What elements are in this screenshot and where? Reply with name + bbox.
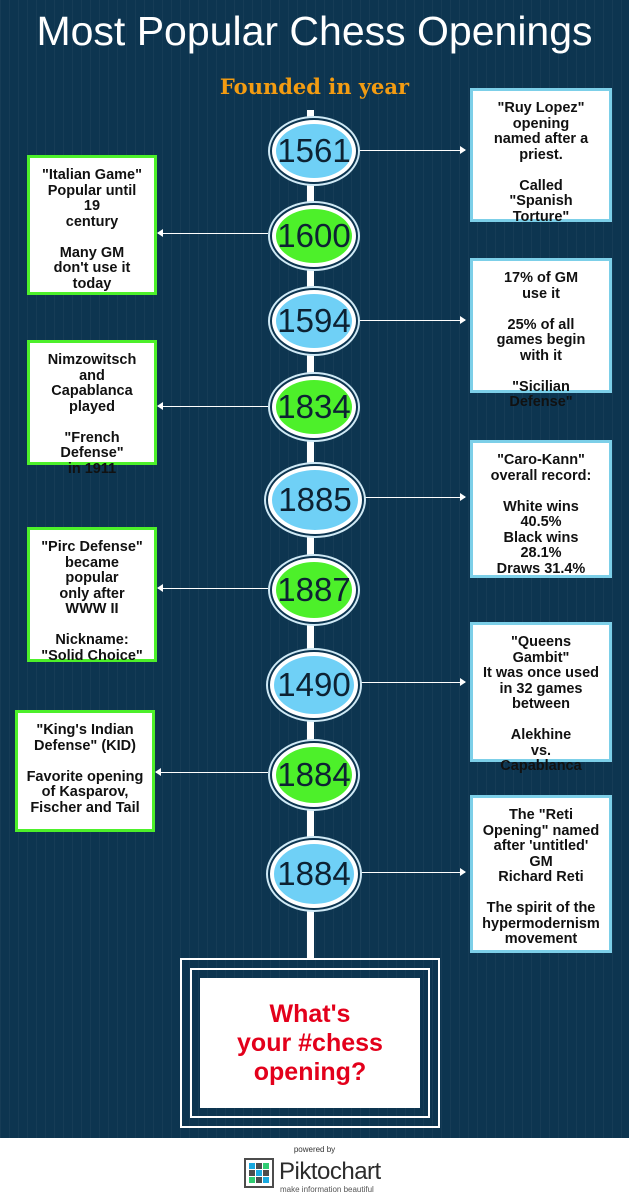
infographic-poster: Most Popular Chess Openings Founded in y… — [0, 0, 629, 1138]
year-node: 1834 — [272, 376, 356, 438]
piktochart-logo[interactable]: Piktochart make information beautiful — [244, 1158, 394, 1194]
opening-fact-text: "Pirc Defense" became popular only after… — [41, 539, 143, 664]
year-node: 1885 — [268, 466, 362, 534]
brand-name: Piktochart — [279, 1158, 381, 1185]
opening-fact-text: The "Reti Opening" named after 'untitled… — [482, 807, 600, 947]
opening-fact-box: "Caro-Kann" overall record: White wins 4… — [470, 440, 612, 578]
opening-fact-text: Nimzowitsch and Capablanca played "Frenc… — [47, 352, 137, 477]
cta-inner-frame — [190, 968, 430, 1118]
connector-arrow — [157, 229, 268, 237]
year-node: 1594 — [272, 290, 356, 352]
opening-fact-box: Nimzowitsch and Capablanca played "Frenc… — [27, 340, 157, 476]
opening-fact-box: "King's Indian Defense" (KID) Favorite o… — [15, 710, 155, 832]
page-title: Most Popular Chess Openings — [36, 8, 593, 54]
connector-arrow — [355, 316, 466, 324]
year-node: 1490 — [270, 652, 358, 718]
powered-by-label: powered by — [293, 1145, 336, 1154]
connector-arrow — [157, 584, 268, 592]
cta-panel: What's your #chess opening? — [200, 978, 420, 1108]
opening-fact-text: "Ruy Lopez" opening named after a priest… — [493, 100, 589, 225]
timeline-subtitle: Founded in year — [219, 74, 410, 99]
year-node: 1600 — [272, 205, 356, 267]
cta-frame: What's your #chess opening? — [180, 958, 440, 1128]
year-node: 1561 — [272, 120, 356, 182]
brand-tagline: make information beautiful — [280, 1185, 374, 1194]
connector-arrow — [155, 768, 268, 776]
opening-fact-text: 17% of GM use it 25% of all games begin … — [496, 270, 586, 410]
connector-arrow — [357, 868, 466, 876]
connector-arrow — [355, 146, 466, 154]
opening-fact-box: "Queens Gambit" It was once used in 32 g… — [470, 622, 612, 774]
connector-arrow — [357, 678, 466, 686]
opening-fact-text: "King's Indian Defense" (KID) Favorite o… — [26, 722, 144, 816]
opening-fact-text: "Italian Game" Popular until 19 century … — [42, 167, 142, 292]
timeline-spine — [307, 110, 314, 960]
cta-question: What's your #chess opening? — [237, 999, 383, 1086]
opening-fact-text: "Caro-Kann" overall record: White wins 4… — [490, 452, 592, 577]
opening-fact-box: "Italian Game" Popular until 19 century … — [27, 155, 157, 295]
connector-arrow — [362, 493, 466, 501]
opening-fact-box: 17% of GM use it 25% of all games begin … — [470, 258, 612, 410]
year-node: 1887 — [272, 558, 356, 622]
opening-fact-box: "Pirc Defense" became popular only after… — [27, 527, 157, 664]
footer: powered by Piktochart make information b… — [0, 1138, 629, 1200]
connector-arrow — [157, 402, 268, 410]
piktochart-logo-icon — [244, 1158, 274, 1188]
year-node: 1884 — [270, 840, 358, 908]
opening-fact-text: "Queens Gambit" It was once used in 32 g… — [482, 634, 600, 774]
opening-fact-box: The "Reti Opening" named after 'untitled… — [470, 795, 612, 953]
opening-fact-box: "Ruy Lopez" opening named after a priest… — [470, 88, 612, 225]
year-node: 1884 — [272, 743, 356, 807]
